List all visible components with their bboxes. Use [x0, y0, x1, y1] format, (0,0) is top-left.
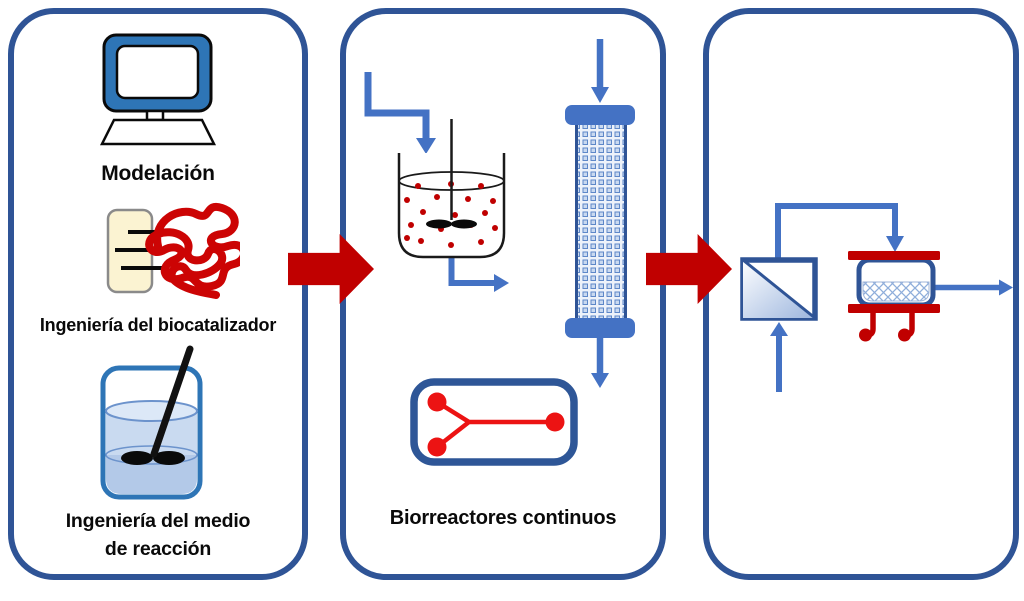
label-modelacion: Modelación [101, 162, 215, 185]
label-biorreactores-continuos: Biorreactores continuos [389, 507, 617, 529]
separator-unit-icon [740, 257, 818, 392]
recycle-pipe-arrow-icon [775, 203, 904, 260]
inlet-flow-arrow-icon [364, 72, 436, 154]
microfluidic-chip-icon [410, 378, 578, 466]
label-medio-line1: Ingeniería del medio [65, 510, 251, 532]
immobilized-enzyme-icon [106, 202, 240, 299]
stirred-tank-reactor-icon [397, 119, 509, 292]
packed-bed-column-icon [565, 39, 635, 388]
label-biocatalizador: Ingeniería del biocatalizador [39, 315, 277, 335]
label-medio-reaccion: Ingeniería del medio de reacción [8, 507, 308, 563]
computer-monitor-icon [99, 33, 217, 146]
label-medio-line2: de reacción [104, 538, 212, 560]
membrane-module-icon [848, 251, 1013, 342]
reaction-vessel-icon [100, 345, 203, 500]
